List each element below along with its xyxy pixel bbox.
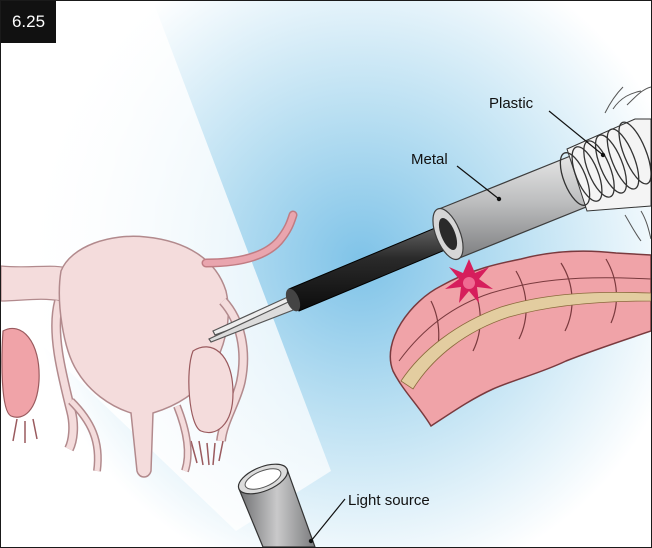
metal-label: Metal	[411, 151, 448, 168]
plastic-label: Plastic	[489, 95, 534, 112]
figure-number-badge: 6.25	[1, 1, 56, 43]
light-source-label: Light source	[348, 492, 430, 509]
